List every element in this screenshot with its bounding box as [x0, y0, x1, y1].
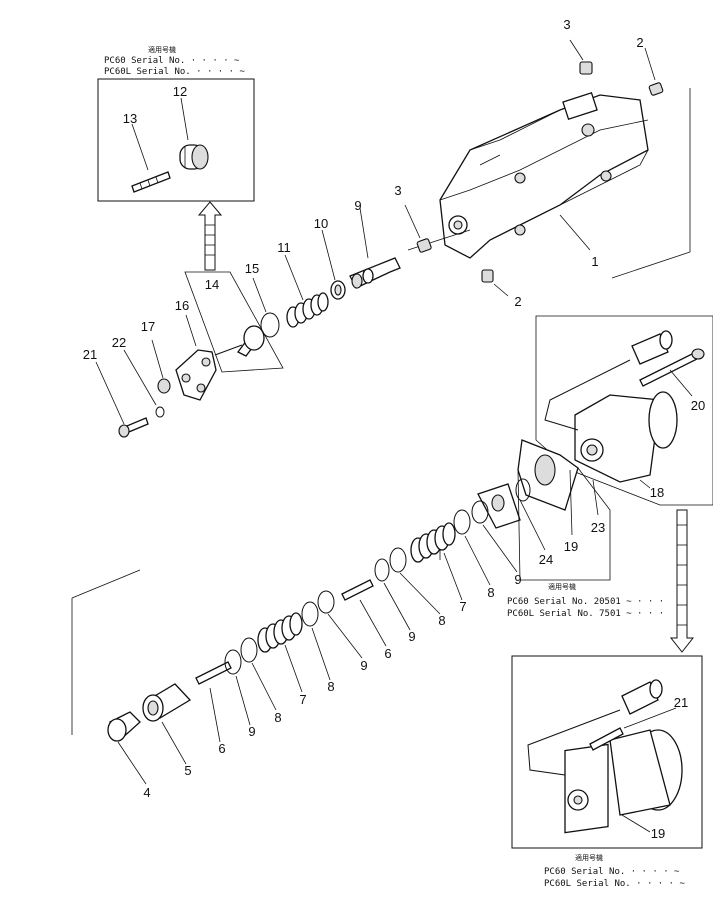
- serial-bottom-header: 適用号機: [575, 853, 603, 862]
- callout-22: 21: [83, 347, 97, 362]
- callout-5: 5: [184, 763, 191, 778]
- callout-15: 14: [205, 277, 219, 292]
- serial-bottom-row-2: PC60L Serial No. · · · · ~: [544, 879, 685, 889]
- callout-8-c: 8: [438, 613, 445, 628]
- callout-16: 15: [245, 261, 259, 276]
- part-9-ring-lower-1: [224, 649, 242, 675]
- callout-17: 16: [175, 298, 189, 313]
- callout-19-lower: 19: [651, 826, 665, 841]
- part-4-plug: [107, 711, 141, 742]
- part-14-stud: [131, 171, 171, 193]
- part-9-ring-upper-1: [374, 558, 390, 582]
- part-12-spring: [286, 292, 329, 328]
- callout-13: 12: [173, 84, 187, 99]
- callout-3-top: 3: [563, 17, 570, 32]
- inset-solenoid-upper: [535, 315, 713, 506]
- connector-lower: [621, 679, 663, 715]
- part-2-plug-top: [648, 82, 664, 96]
- callout-12: 11: [277, 240, 291, 255]
- inset-top-left: 適用号機 PC60 Serial No. · · · · ~ PC60L Ser…: [97, 45, 255, 202]
- callout-7-lower: 7: [299, 692, 306, 707]
- part-25-plate: [477, 483, 521, 529]
- part-13-cap: [179, 144, 209, 170]
- callout-3-mid: 3: [394, 183, 401, 198]
- part-3-plug-mid: [416, 238, 432, 253]
- part-23-washer: [155, 406, 165, 418]
- inset-bottom-right: [511, 655, 703, 849]
- frame-line-body: [611, 88, 691, 279]
- inset-top-left-row-2: PC60L Serial No. · · · · ~: [104, 67, 245, 77]
- part-15-piston: [214, 325, 265, 357]
- part-5-sleeve: [142, 683, 192, 722]
- callout-24: 23: [591, 520, 605, 535]
- part-6-spool-upper: [341, 579, 374, 601]
- callout-23: 22: [112, 335, 126, 350]
- bracket-serial-mid: [517, 467, 611, 581]
- part-19-solenoid-lower: [564, 729, 683, 834]
- part-20-o-ring: [515, 478, 531, 502]
- part-7-spring-lower: [257, 612, 303, 653]
- callout-9-a: 9: [248, 724, 255, 739]
- callout-2-top: 2: [636, 35, 643, 50]
- part-3-plug-top: [579, 61, 593, 75]
- callout-6-upper: 6: [384, 646, 391, 661]
- part-8-ring-lower-2: [301, 601, 319, 627]
- callout-8-d: 8: [487, 585, 494, 600]
- part-8-ring-upper-2: [453, 509, 471, 535]
- callout-7-upper: 7: [459, 599, 466, 614]
- callout-10: 9: [354, 198, 361, 213]
- part-24-gasket: [517, 439, 579, 511]
- callout-11: 10: [314, 216, 328, 231]
- part-9-ring-lower-2: [317, 590, 335, 614]
- connector-upper: [631, 330, 673, 365]
- callout-18: 17: [141, 319, 155, 334]
- callout-20: 19: [564, 539, 578, 554]
- part-16-o-ring: [260, 312, 280, 338]
- callout-2-bottom: 2: [514, 294, 521, 309]
- serial-bottom-row-1: PC60 Serial No. · · · · ~: [544, 867, 680, 877]
- callout-4: 4: [143, 785, 150, 800]
- bracket-15: [184, 271, 284, 373]
- callout-21-lower: 21: [674, 695, 688, 710]
- part-8-ring-upper-1: [389, 547, 407, 573]
- part-21-bolt-upper: [639, 348, 705, 387]
- callout-19-upper: 18: [650, 485, 664, 500]
- serial-mid-row-2: PC60L Serial No. 7501 ~ · · ·: [507, 609, 664, 619]
- callouts: 1 2 2 3 3 4 5 6 6 7 7 8 8 8 8 9 9 9 9 9 …: [83, 17, 705, 841]
- part-17-cover: [175, 349, 217, 401]
- callout-8-a: 8: [274, 710, 281, 725]
- arrow-to-bottom-inset: [669, 509, 695, 653]
- serial-mid-header: 適用号機: [548, 582, 576, 591]
- part-19-solenoid-upper: [574, 391, 678, 483]
- inset-top-left-header: 適用号機: [148, 45, 176, 54]
- part-9-ring-upper-2: [471, 500, 489, 524]
- part-10-spool: [349, 257, 401, 289]
- callout-9-d: 9: [514, 572, 521, 587]
- callout-9-b: 9: [360, 658, 367, 673]
- part-21-bolt-lower: [589, 727, 624, 751]
- part-18-nut: [157, 378, 171, 394]
- inset-top-left-row-1: PC60 Serial No. · · · · ~: [104, 56, 240, 66]
- callout-14: 13: [123, 111, 137, 126]
- part-11-ring: [330, 280, 346, 300]
- callout-9-c: 9: [408, 629, 415, 644]
- part-8-ring-lower-1: [240, 637, 258, 663]
- callout-21-upper: 20: [691, 398, 705, 413]
- arrow-to-top-inset: [197, 201, 223, 271]
- part-7-spring-upper: [410, 522, 456, 563]
- part-1-valve-body: [439, 91, 649, 259]
- callout-1: 1: [591, 254, 598, 269]
- part-6-spool-lower: [195, 661, 232, 685]
- callout-8-b: 8: [327, 679, 334, 694]
- part-22-bolt: [118, 417, 149, 438]
- serial-mid-row-1: PC60 Serial No. 20501 ~ · · ·: [507, 597, 664, 607]
- callout-6-lower: 6: [218, 741, 225, 756]
- part-2-plug-bottom: [481, 269, 494, 283]
- callout-25: 24: [539, 552, 553, 567]
